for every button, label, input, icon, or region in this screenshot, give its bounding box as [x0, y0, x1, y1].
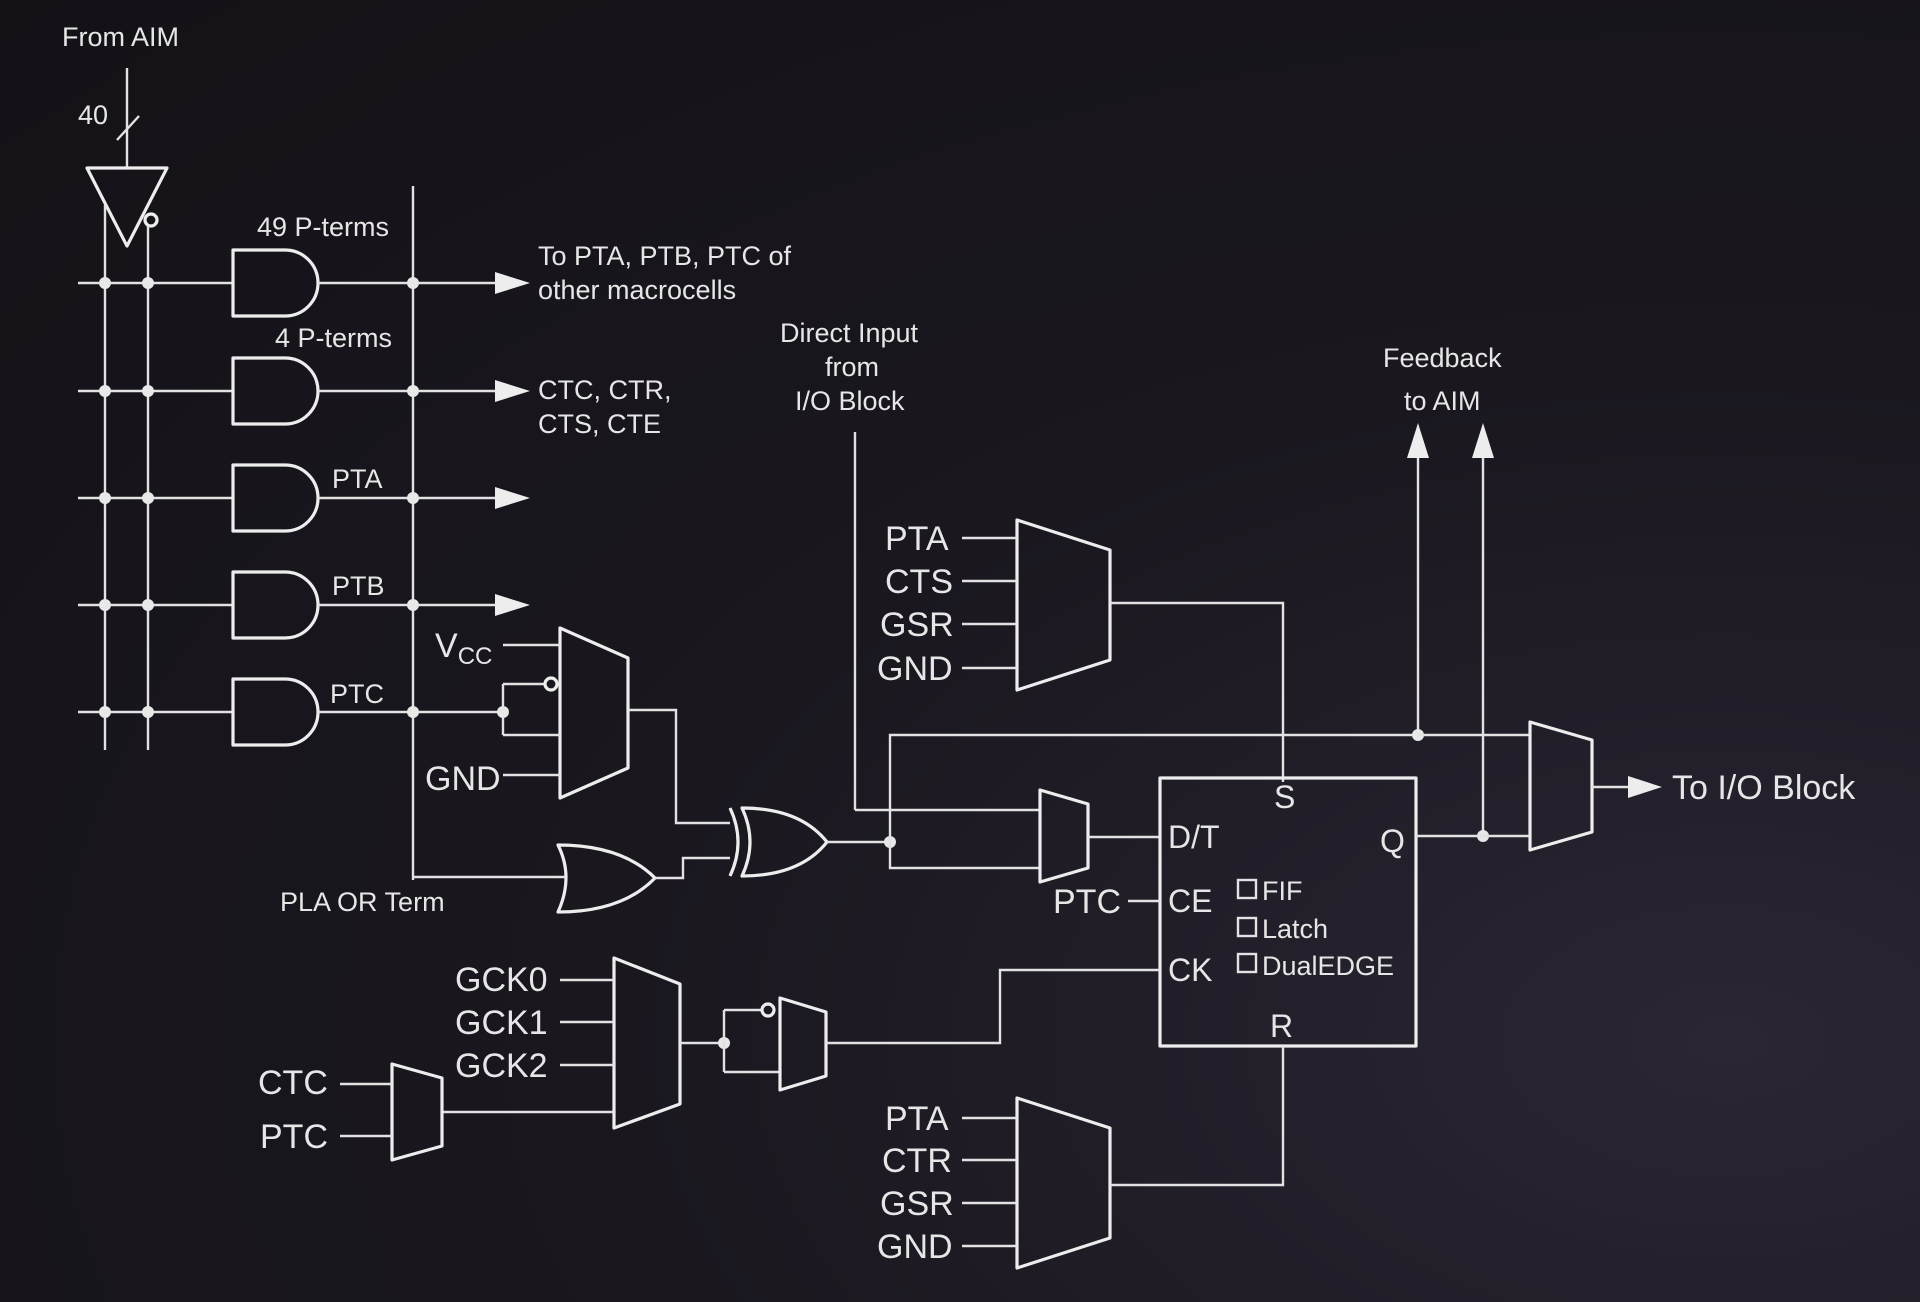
set-mux	[962, 518, 1285, 782]
ctc-ptc-mux	[340, 1062, 444, 1162]
gnd-xor-label: GND	[425, 760, 501, 798]
clock-input-gck1: GCK1	[455, 1004, 548, 1042]
ff-s-label: S	[1274, 779, 1295, 815]
feedback-label-2: to AIM	[1404, 386, 1481, 416]
set-input-gnd: GND	[877, 650, 953, 688]
direct-input-label-1: Direct Input	[780, 318, 919, 348]
and-gate-4-pterms	[78, 356, 530, 426]
register-block	[1158, 776, 1418, 1048]
and-gate-ptc	[78, 677, 503, 747]
feedback-label-1: Feedback	[1383, 343, 1502, 373]
buffer-inversion-bubble	[143, 212, 159, 228]
reset-mux	[962, 1046, 1285, 1270]
ce-ptc-label: PTC	[1053, 883, 1121, 921]
latch-label: Latch	[1262, 914, 1328, 944]
ff-q-label: Q	[1380, 823, 1405, 859]
feedback-bus-line	[888, 733, 1418, 842]
bus-width-slash	[116, 115, 140, 141]
clock-select-mux	[442, 956, 682, 1130]
clock-input-gck0: GCK0	[455, 961, 548, 999]
p49-label: 49 P-terms	[257, 212, 389, 242]
feedback-arrow-2	[1472, 423, 1494, 458]
to-ptx-label-2: other macrocells	[538, 275, 736, 305]
ptc-gate-label: PTC	[330, 679, 384, 709]
input-buffer	[85, 166, 169, 248]
ff-dt-label: D/T	[1168, 819, 1220, 855]
clock-input-gck2: GCK2	[455, 1047, 548, 1085]
ctc-label: CTC	[258, 1064, 328, 1102]
ptc-clock-label: PTC	[260, 1118, 328, 1156]
pla-or-label: PLA OR Term	[280, 887, 445, 917]
from-aim-label: From AIM	[62, 22, 179, 52]
reset-input-pta: PTA	[885, 1100, 949, 1138]
dt-input-mux	[1038, 788, 1090, 884]
and-gate-pta	[78, 463, 530, 533]
to-io-block-label: To I/O Block	[1672, 769, 1856, 807]
reset-input-ctr: CTR	[882, 1142, 952, 1180]
ff-ce-label: CE	[1168, 883, 1212, 919]
fif-checkbox	[1236, 878, 1258, 900]
to-ptx-label-1: To PTA, PTB, PTC of	[538, 241, 792, 271]
output-mux	[1528, 720, 1662, 852]
p4-label: 4 P-terms	[275, 323, 392, 353]
ptb-gate-label: PTB	[332, 571, 385, 601]
dualedge-checkbox	[1236, 952, 1258, 974]
bus-width-label: 40	[78, 100, 108, 130]
ff-ck-label: CK	[1168, 952, 1212, 988]
xor-gate	[728, 806, 896, 878]
and-gate-49-pterms	[78, 248, 530, 318]
clock-polarity-mux	[680, 968, 1160, 1092]
set-input-gsr: GSR	[880, 606, 954, 644]
reset-input-gsr: GSR	[880, 1185, 954, 1223]
xor-to-mux-line	[888, 842, 1040, 870]
direct-input-label-2: from	[825, 352, 879, 382]
vcc-label: VCC	[435, 627, 492, 670]
set-input-cts: CTS	[885, 563, 953, 601]
pta-gate-label: PTA	[332, 464, 383, 494]
dualedge-label: DualEDGE	[1262, 951, 1394, 981]
reset-input-gnd: GND	[877, 1228, 953, 1266]
feedback-arrow-1	[1407, 423, 1429, 458]
ctc-ctr-label-2: CTS, CTE	[538, 409, 661, 439]
direct-input-label-3: I/O Block	[795, 386, 905, 416]
ff-r-label: R	[1270, 1008, 1293, 1044]
and-gate-ptb	[78, 570, 530, 640]
latch-checkbox	[1236, 916, 1258, 938]
pla-or-gate	[413, 843, 730, 914]
ctc-ctr-label-1: CTC, CTR,	[538, 375, 671, 405]
polarity-mux	[497, 626, 730, 825]
fif-label: FIF	[1262, 876, 1303, 906]
set-input-pta: PTA	[885, 520, 949, 558]
